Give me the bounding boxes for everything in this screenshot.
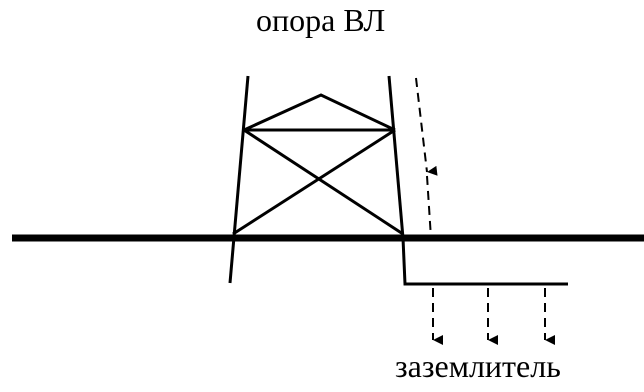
tower-right-leg [387,75,405,239]
current-path-dashed [415,77,438,176]
tower-upper-brace [243,93,396,132]
current-path-dashed-lower [426,175,432,239]
grounding-conductor [401,237,568,286]
ground-electrode-label: заземлитель [395,348,561,384]
tower-cross-brace-2 [232,128,396,236]
tower-cross-brace-1 [243,128,404,236]
transmission-tower [228,75,405,284]
tower-label: опора ВЛ [256,2,386,38]
tower-left-leg [228,75,250,284]
